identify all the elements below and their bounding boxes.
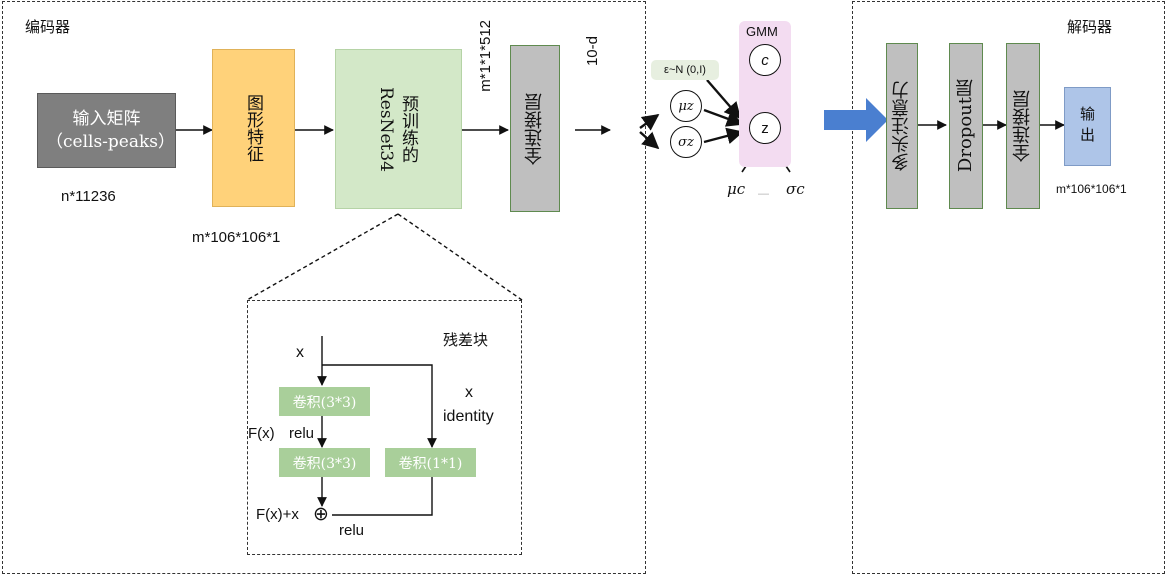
decoder-fc-box: 全连接层: [1006, 43, 1040, 209]
epsilon-box: ε~N (0,I): [651, 60, 719, 80]
residual-block-title: 残差块: [443, 331, 489, 349]
sigma-c-label: σc: [786, 180, 805, 198]
input-dim-label: n*11236: [61, 188, 116, 205]
resnet-box: 预训练的ResNet34: [335, 49, 462, 209]
arrow-to-sigma-z: [639, 131, 660, 150]
decoder-fc-label: 全连接层: [1012, 90, 1033, 162]
res-x-top: x: [296, 344, 304, 361]
latent-dim-label: 10-d: [584, 36, 601, 67]
res-shortcut-conv-label: 卷积(1*1): [398, 455, 463, 472]
mu-z-node: μz: [670, 90, 702, 122]
gmm-title: GMM: [746, 24, 778, 39]
res-shortcut-return: [332, 477, 433, 516]
res-plus-icon: ⊕: [313, 504, 329, 525]
graph-feature-label: 图形特征: [243, 94, 263, 162]
sigma-z-node: σz: [670, 126, 702, 158]
output-dim-label: m*106*106*1: [1056, 182, 1127, 196]
decoder-frame: [852, 1, 1165, 574]
zoom-line-right: [397, 213, 523, 301]
gmm-z-label: z: [761, 119, 769, 137]
res-fx-label: F(x): [248, 425, 275, 442]
res-conv1-box: 卷积(3*3): [279, 387, 370, 416]
gmm-c-node: c: [749, 44, 781, 76]
encoder-frame: [2, 1, 646, 574]
gmm-panel: [739, 21, 791, 167]
res-conv1-label: 卷积(3*3): [292, 394, 357, 411]
epsilon-label: ε~N (0,I): [664, 64, 706, 76]
attention-label: 多头注意力: [891, 81, 912, 171]
res-x-identity: x: [465, 384, 473, 401]
gmm-z-node: z: [749, 112, 781, 144]
mu-c-label: μc: [727, 180, 746, 198]
res-shortcut-path: [322, 364, 437, 448]
dropout-label: Dropout层: [955, 79, 976, 173]
res-relu2-label: relu: [339, 522, 365, 539]
res-fx-plus-x-label: F(x)+x: [256, 506, 299, 523]
encoder-fc-box: 全连接层: [510, 45, 560, 212]
residual-block-frame: [247, 300, 522, 555]
graph-feature-box: 图形特征: [212, 49, 295, 207]
attention-box: 多头注意力: [886, 43, 918, 209]
res-conv2-box: 卷积(3*3): [279, 448, 370, 477]
res-conv2-label: 卷积(3*3): [292, 455, 357, 472]
arrow-to-mu-z: [639, 114, 660, 131]
gmm-dash-mark: —: [758, 188, 769, 200]
encoder-fc-label: 全连接层: [524, 92, 545, 165]
arrow-mu-z-to-z: [703, 108, 744, 127]
mu-z-label: μz: [678, 98, 694, 114]
resnet-dim-label: m*1*1*512: [477, 20, 494, 92]
output-label: 输出: [1078, 105, 1096, 148]
arrow-sigma-z-to-z: [703, 127, 744, 144]
sigma-z-label: σz: [678, 134, 694, 150]
resnet-label: 预训练的ResNet34: [376, 86, 418, 172]
dropout-box: Dropout层: [949, 43, 983, 209]
input-matrix-box: 输入矩阵（cells-peaks）: [37, 93, 176, 168]
res-identity-label: identity: [443, 408, 494, 425]
output-box: 输出: [1064, 87, 1111, 166]
res-relu1-label: relu: [289, 425, 315, 442]
gmm-c-label: c: [761, 51, 769, 69]
feature-dim-label: m*106*106*1: [192, 229, 281, 246]
encoder-title: 编码器: [25, 18, 71, 36]
res-shortcut-conv-box: 卷积(1*1): [385, 448, 476, 477]
zoom-line-left: [246, 213, 399, 301]
encoder-to-decoder-arrow: [824, 98, 888, 142]
input-matrix-label: 输入矩阵（cells-peaks）: [46, 108, 176, 152]
decoder-title: 解码器: [1067, 18, 1113, 36]
